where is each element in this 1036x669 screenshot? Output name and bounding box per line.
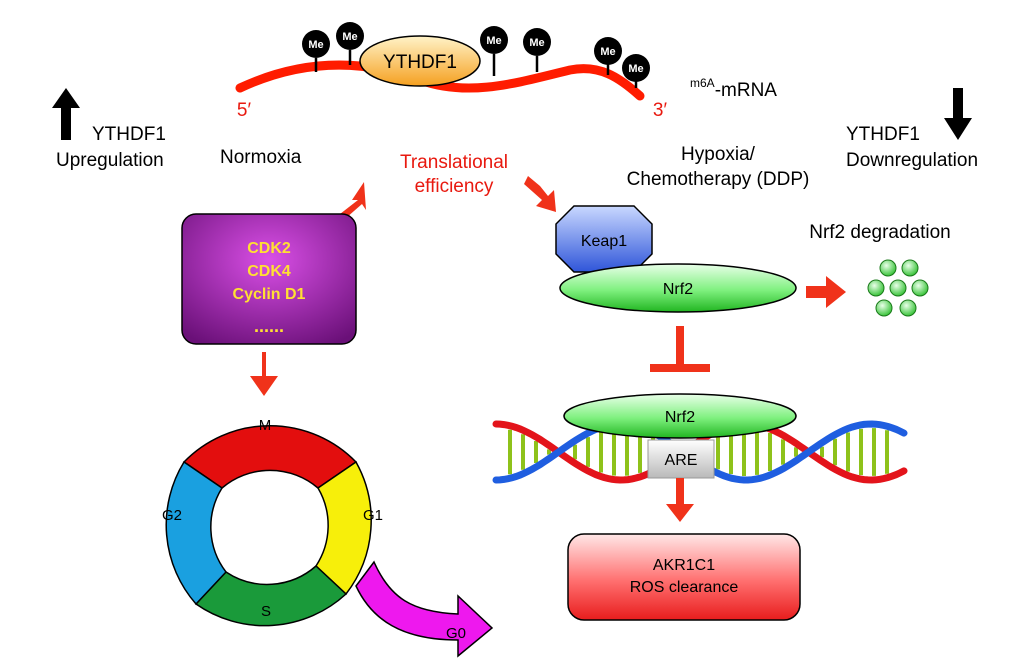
akr1c1-box: AKR1C1 ROS clearance xyxy=(567,533,801,621)
nrf2-top-label: Nrf2 xyxy=(663,281,693,298)
g0-exit-arrow xyxy=(355,560,494,658)
normoxia-label: Normoxia xyxy=(220,147,302,168)
cyclin-item: Cyclin D1 xyxy=(233,286,306,303)
akr-line2: ROS clearance xyxy=(630,579,739,596)
up-reg-line2: Upregulation xyxy=(56,150,164,171)
keap1-label: Keap1 xyxy=(581,233,627,250)
cyclin-item: CDK2 xyxy=(247,240,291,257)
hypoxia-label: Hypoxia/ xyxy=(681,144,756,165)
ythdf1-label: YTHDF1 xyxy=(383,52,457,73)
methyl-label: Me xyxy=(308,39,323,51)
methyl-label: Me xyxy=(600,46,615,58)
down-arrow-icon xyxy=(944,88,972,140)
three-prime-label: 3′ xyxy=(653,100,668,121)
cyclin-ellipsis: ...... xyxy=(254,316,284,336)
mrna-label-sup: m6A xyxy=(690,76,715,90)
dna-helix: Nrf2 ARE xyxy=(492,393,908,484)
translational-label: Translational xyxy=(400,152,508,173)
down-reg-line2: Downregulation xyxy=(846,150,978,171)
phase-m xyxy=(182,424,358,489)
right-branch-arrow-icon xyxy=(524,176,556,212)
methyl-label: Me xyxy=(628,63,643,75)
phase-label: S xyxy=(261,603,271,620)
methyl-label: Me xyxy=(486,35,501,47)
nrf2-dna-label: Nrf2 xyxy=(665,409,695,426)
cyclin-to-cycle-arrow-icon xyxy=(250,352,278,396)
up-arrow-icon xyxy=(52,88,80,140)
five-prime-label: 5′ xyxy=(237,100,252,121)
branch-arrows xyxy=(340,176,556,218)
g0-label: G0 xyxy=(446,625,466,642)
mrna-label-main: -mRNA xyxy=(715,80,778,101)
cyclin-box: CDK2 CDK4 Cyclin D1 ...... xyxy=(181,213,357,345)
degradation-arrow-icon xyxy=(806,276,846,308)
mrna-strand xyxy=(235,60,645,101)
efficiency-label: efficiency xyxy=(415,176,494,197)
phase-label: M xyxy=(259,417,272,434)
keap1-nrf2-complex: Keap1 Nrf2 xyxy=(555,205,797,313)
akr-line1: AKR1C1 xyxy=(653,557,715,574)
nrf2-top-ellipse xyxy=(559,263,797,313)
cell-cycle: M G1 S G2 G0 xyxy=(162,417,494,658)
left-branch-arrow-icon xyxy=(340,182,366,218)
phase-label: G2 xyxy=(162,507,182,524)
methyl-marks xyxy=(314,50,638,88)
degradation-label: Nrf2 degradation xyxy=(809,222,951,243)
cyclin-item: CDK4 xyxy=(247,263,291,280)
up-reg-line1: YTHDF1 xyxy=(92,124,166,145)
are-label: ARE xyxy=(665,452,698,469)
degradation-dots-icon xyxy=(867,259,929,317)
phase-g2 xyxy=(165,460,227,606)
methyl-label: Me xyxy=(342,31,357,43)
ythdf1-reader xyxy=(359,35,481,87)
down-reg-line1: YTHDF1 xyxy=(846,124,920,145)
mrna-group: Me Me Me Me Me Me YTHDF1 5′ 3′ m6A-mRNA xyxy=(235,22,777,121)
nrf2-dna-ellipse xyxy=(563,393,797,439)
up-regulation: YTHDF1 Upregulation xyxy=(52,88,166,171)
down-regulation: YTHDF1 Downregulation xyxy=(846,88,978,171)
chemotherapy-label: Chemotherapy (DDP) xyxy=(627,169,810,190)
methyl-label: Me xyxy=(529,37,544,49)
methyl-icon: Me Me Me Me Me Me xyxy=(302,22,650,82)
phase-label: G1 xyxy=(363,507,383,524)
inhibition-icon xyxy=(650,326,710,372)
mrna-label: m6A-mRNA xyxy=(690,76,777,101)
are-box xyxy=(647,439,715,479)
are-to-akr-arrow-icon xyxy=(666,478,694,522)
